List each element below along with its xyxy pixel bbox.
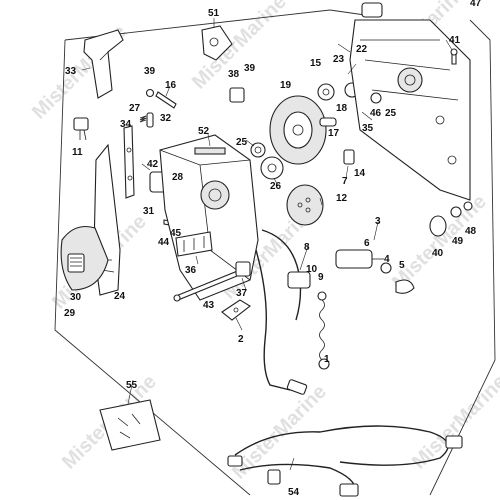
part-37-spacer [235, 261, 251, 277]
part-17-pin [319, 117, 337, 127]
callout-52: 52 [198, 126, 210, 137]
callout-16: 16 [165, 80, 177, 91]
callout-42: 42 [147, 159, 159, 170]
part-19-gear-disc [269, 95, 327, 165]
assembly-frame [54, 9, 496, 496]
callout-40: 40 [432, 248, 444, 259]
callout-39: 39 [144, 66, 156, 77]
callout-33: 33 [65, 66, 77, 77]
part-25-washer [250, 142, 266, 158]
callout-31: 31 [143, 206, 155, 217]
part-15-bushing [317, 83, 335, 101]
part-6-switch-body [335, 249, 384, 269]
callout-19: 19 [280, 80, 292, 91]
leader-lines [81, 18, 453, 471]
callout-23: 23 [333, 54, 345, 65]
part-30-hub-cover [60, 225, 109, 291]
callout-29: 29 [64, 308, 76, 319]
callout-26: 26 [270, 181, 282, 192]
part-11-switch [73, 117, 89, 141]
callout-7: 7 [342, 176, 348, 187]
part-32-plunger [146, 112, 154, 128]
part-26-gear [260, 156, 284, 180]
part-22-side-plate [349, 19, 471, 201]
callout-30: 30 [70, 292, 82, 303]
part-10-stop-switch [287, 271, 311, 289]
callout-37: 37 [236, 288, 248, 299]
callout-10: 10 [306, 264, 318, 275]
callout-27: 27 [129, 103, 141, 114]
callout-12: 12 [336, 193, 348, 204]
callout-32: 32 [160, 113, 172, 124]
callout-1: 1 [324, 354, 330, 365]
callout-43: 43 [203, 300, 215, 311]
callout-22: 22 [356, 44, 368, 55]
part-12-buzzer [286, 184, 324, 226]
callout-9: 9 [318, 272, 324, 283]
callout-25: 25 [236, 137, 248, 148]
part-5-knob [395, 279, 415, 294]
callout-47: 47 [470, 0, 482, 9]
callout-51: 51 [208, 8, 220, 19]
callout-41: 41 [449, 35, 461, 46]
callout-28: 28 [172, 172, 184, 183]
callout-45: 45 [170, 228, 182, 239]
part-4-nut [380, 262, 392, 274]
part-9-lanyard [317, 291, 330, 370]
part-14-connector [343, 149, 355, 165]
callout-8: 8 [304, 242, 310, 253]
callout-34: 34 [120, 119, 132, 130]
part-41-screw [450, 48, 458, 65]
callout-35: 35 [362, 123, 374, 134]
callout-2: 2 [238, 334, 244, 345]
part-2-plate [221, 299, 251, 321]
callout-3: 3 [375, 216, 381, 227]
part-1-wiring-harness [227, 425, 463, 497]
watermark: MisterMarine [388, 191, 491, 294]
callout-18: 18 [336, 103, 348, 114]
callout-48: 48 [465, 226, 477, 237]
part-52-main-housing [159, 134, 259, 301]
part-34-bracket [123, 125, 135, 199]
part-36-clip-plate [175, 231, 213, 257]
callout-labels: 51 47 33 39 16 38 39 19 15 23 22 41 27 3… [64, 0, 482, 498]
callout-11: 11 [72, 147, 83, 158]
callout-5: 5 [399, 260, 405, 271]
part-33-handle [83, 29, 124, 99]
callout-25: 25 [385, 108, 397, 119]
callout-14: 14 [354, 168, 366, 179]
callout-4: 4 [384, 254, 390, 265]
callout-17: 17 [328, 128, 340, 139]
callout-6: 6 [364, 238, 370, 249]
part-55-parts-bag [99, 399, 161, 451]
part-27-spring [139, 115, 147, 123]
callout-44: 44 [158, 237, 170, 248]
callout-24: 24 [114, 291, 126, 302]
watermark: MisterMarine [408, 371, 500, 474]
callout-15: 15 [310, 58, 322, 69]
part-38-clip [229, 87, 245, 103]
callout-46: 46 [370, 108, 382, 119]
part-46-spring [370, 92, 382, 104]
part-40-knob [429, 215, 447, 237]
part-47-top-cap [361, 2, 383, 18]
part-48-nut [463, 201, 473, 211]
callout-54: 54 [288, 487, 300, 498]
callout-39: 39 [244, 63, 256, 74]
part-49-washer [450, 206, 462, 218]
callout-38: 38 [228, 69, 240, 80]
callout-36: 36 [185, 265, 197, 276]
part-39-ring [145, 88, 155, 98]
part-51-bracket [201, 25, 233, 61]
callout-49: 49 [452, 236, 464, 247]
callout-55: 55 [126, 380, 138, 391]
part-16-pin [155, 91, 177, 109]
